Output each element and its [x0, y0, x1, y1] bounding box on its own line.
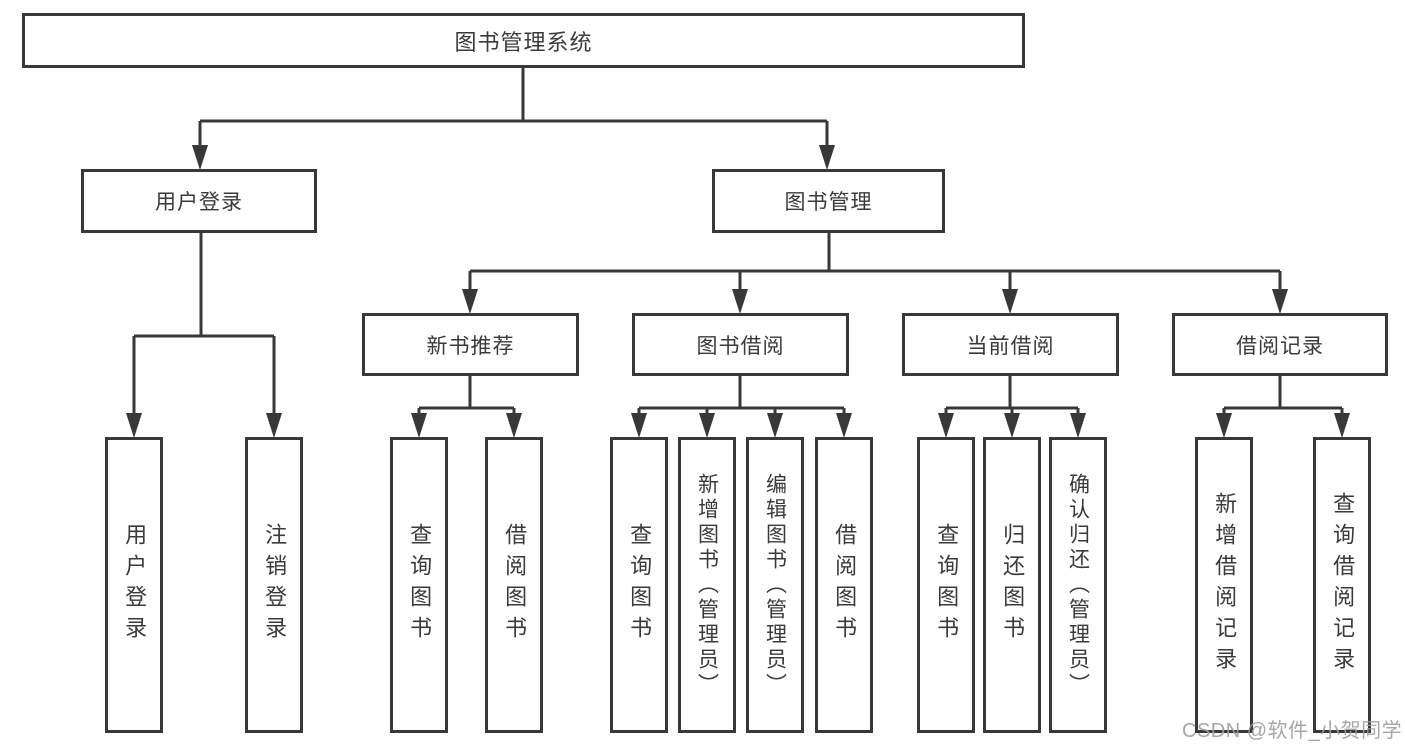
node-leaf-query-books-3: 查询图书 [917, 437, 975, 733]
node-leaf-confirm-return-admin: 确认归还（管理员） [1049, 437, 1107, 733]
node-leaf-user-login-label: 用户登录 [122, 523, 148, 647]
node-leaf-user-login: 用户登录 [105, 437, 163, 733]
node-leaf-query-borrow-record-label: 查询借阅记录 [1330, 492, 1356, 678]
node-leaf-query-books-2: 查询图书 [610, 437, 668, 733]
node-new-book-recommend: 新书推荐 [362, 313, 579, 376]
node-leaf-borrow-books-1: 借阅图书 [485, 437, 543, 733]
arrowhead-icons [126, 145, 1350, 438]
node-leaf-query-books-1-label: 查询图书 [407, 523, 433, 647]
node-user-login-branch: 用户登录 [81, 169, 317, 233]
node-user-login-branch-label: 用户登录 [155, 191, 243, 214]
node-leaf-query-books-3-label: 查询图书 [934, 523, 960, 647]
node-leaf-add-borrow-record: 新增借阅记录 [1195, 437, 1253, 733]
node-book-management-branch: 图书管理 [712, 169, 945, 233]
node-leaf-query-books-1: 查询图书 [390, 437, 448, 733]
node-leaf-borrow-books-1-label: 借阅图书 [502, 523, 528, 647]
node-leaf-confirm-return-admin-label: 确认归还（管理员） [1066, 472, 1090, 698]
node-leaf-edit-books-admin: 编辑图书（管理员） [746, 437, 804, 733]
node-leaf-return-books: 归还图书 [983, 437, 1041, 733]
node-leaf-logout-label: 注销登录 [262, 523, 288, 647]
node-leaf-query-books-2-label: 查询图书 [627, 523, 653, 647]
node-book-borrowing-label: 图书借阅 [696, 334, 785, 358]
node-leaf-logout: 注销登录 [245, 437, 303, 733]
node-book-management-branch-label: 图书管理 [784, 191, 873, 214]
node-leaf-borrow-books-2-label: 借阅图书 [832, 523, 858, 647]
node-leaf-add-borrow-record-label: 新增借阅记录 [1212, 492, 1238, 678]
node-book-borrowing: 图书借阅 [632, 313, 849, 376]
node-leaf-add-books-admin-label: 新增图书（管理员） [695, 472, 719, 698]
node-borrow-records: 借阅记录 [1172, 313, 1388, 376]
node-root-system: 图书管理系统 [22, 13, 1025, 68]
node-borrow-records-label: 借阅记录 [1236, 334, 1324, 358]
node-leaf-add-books-admin: 新增图书（管理员） [678, 437, 736, 733]
node-current-borrowing: 当前借阅 [902, 313, 1119, 376]
node-root-label: 图书管理系统 [454, 29, 593, 55]
node-leaf-query-borrow-record: 查询借阅记录 [1313, 437, 1371, 733]
csdn-watermark: CSDN @软件_小贺同学 [1182, 720, 1403, 742]
node-leaf-edit-books-admin-label: 编辑图书（管理员） [763, 472, 787, 698]
node-new-book-recommend-label: 新书推荐 [426, 334, 515, 358]
node-leaf-borrow-books-2: 借阅图书 [815, 437, 873, 733]
node-leaf-return-books-label: 归还图书 [1000, 523, 1026, 647]
node-current-borrowing-label: 当前借阅 [966, 334, 1055, 358]
